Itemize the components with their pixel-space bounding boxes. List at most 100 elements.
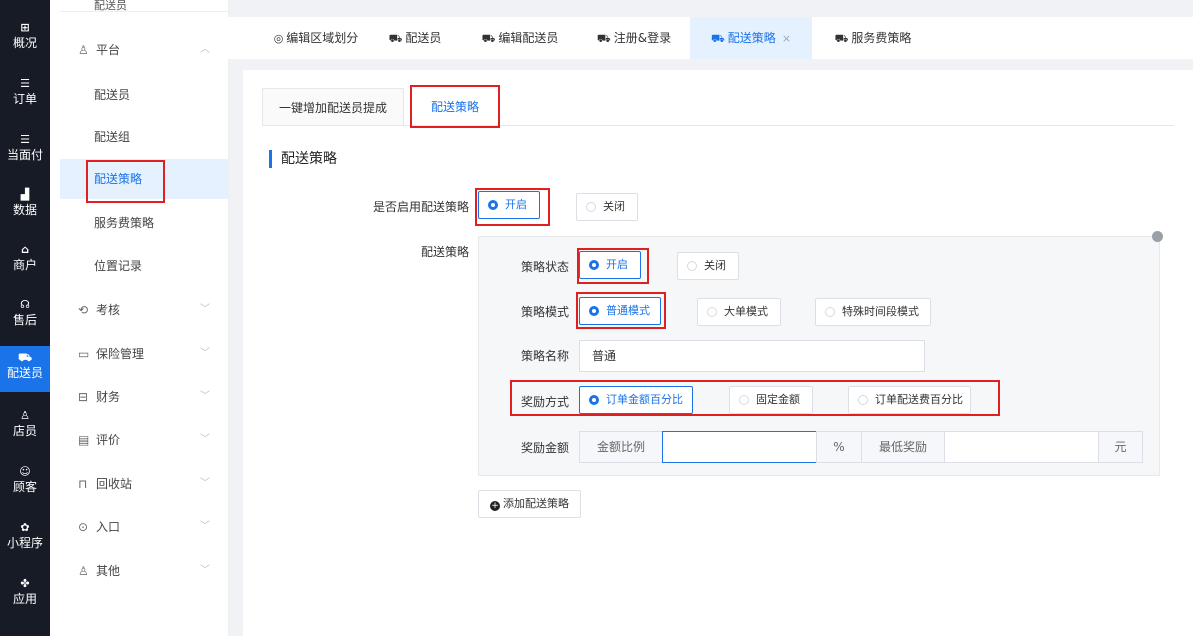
- inner-tab-add-commission[interactable]: 一键增加配送员提成: [262, 88, 404, 126]
- submenu-item-courier-group[interactable]: 配送组: [94, 130, 131, 144]
- submenu-group-platform[interactable]: ♙平台 ︿: [60, 30, 228, 70]
- submenu-group-label: 入口: [96, 520, 121, 534]
- submenu-group-label: 财务: [96, 390, 121, 404]
- strategy-label: 配送策略: [420, 245, 469, 259]
- mode-normal-radio[interactable]: 普通模式: [579, 297, 661, 325]
- rail-label: 商户: [12, 258, 37, 272]
- submenu-group-label: 评价: [96, 433, 121, 447]
- monitor-icon: ▭: [78, 347, 90, 361]
- tab-edit-region[interactable]: ◎编辑区域划分: [266, 17, 366, 59]
- add-strategy-button[interactable]: +添加配送策略: [478, 490, 581, 518]
- status-label: 策略状态: [520, 260, 569, 274]
- rail-label: 售后: [12, 313, 37, 327]
- mode-label: 策略模式: [520, 305, 569, 319]
- trash-icon: ⊓: [78, 477, 88, 491]
- inner-tab-delivery-strategy[interactable]: 配送策略: [412, 88, 498, 126]
- radio-dot-icon: [687, 261, 697, 271]
- chevron-up-icon: ︿: [200, 44, 210, 55]
- tab-delivery-strategy[interactable]: ⛟配送策略×: [690, 17, 812, 59]
- wechat-icon: ✿: [20, 521, 30, 534]
- submenu-courier-header[interactable]: 配送员: [60, 0, 228, 12]
- tab-courier[interactable]: ⛟配送员: [380, 17, 450, 59]
- reward-fixed-amount-radio[interactable]: 固定金额: [729, 386, 813, 414]
- radio-dot-icon: [589, 260, 599, 270]
- tab-register-login[interactable]: ⛟注册&登录: [592, 17, 676, 59]
- plus-circle-icon: +: [490, 501, 500, 511]
- rail-label: 顾客: [12, 480, 37, 494]
- submenu-group-reviews[interactable]: ▤评价 ﹀: [60, 420, 228, 460]
- ratio-addon: 金额比例: [579, 431, 663, 463]
- inner-tab-divider: [262, 125, 1174, 126]
- collapse-icon[interactable]: [1152, 231, 1163, 242]
- radio-label: 开启: [505, 198, 527, 211]
- submenu-group-label: 保险管理: [96, 347, 145, 361]
- reward-amount-label: 奖励金额: [520, 441, 569, 455]
- submenu-group-other[interactable]: ♙其他 ﹀: [60, 551, 228, 591]
- section-title: 配送策略: [269, 150, 337, 168]
- tab-edit-courier[interactable]: ⛟编辑配送员: [478, 17, 562, 59]
- chevron-down-icon: ﹀: [200, 434, 210, 445]
- radio-dot-icon: [589, 306, 599, 316]
- rail-item-face-pay[interactable]: ☰ 当面付: [0, 128, 50, 174]
- rail-item-staff[interactable]: ♙ 店员: [0, 404, 50, 450]
- rail-item-apps[interactable]: ✤ 应用: [0, 572, 50, 618]
- status-off-radio[interactable]: 关闭: [677, 252, 739, 280]
- rail-item-courier[interactable]: ⛟ 配送员: [0, 346, 50, 392]
- chevron-down-icon: ﹀: [200, 565, 210, 576]
- secondary-menu: 配送员 ♙平台 ︿ 配送员 配送组 配送策略 服务费策略 位置记录 ⟲考核 ﹀ …: [50, 0, 229, 636]
- rail-item-data[interactable]: ▟ 数据: [0, 183, 50, 229]
- rail-label: 数据: [12, 203, 37, 217]
- radio-label: 大单模式: [724, 305, 768, 318]
- rail-item-customers[interactable]: ☺ 顾客: [0, 460, 50, 506]
- rail-item-orders[interactable]: ☰ 订单: [0, 72, 50, 118]
- chevron-down-icon: ﹀: [200, 478, 210, 489]
- reward-order-percent-radio[interactable]: 订单金额百分比: [579, 386, 693, 414]
- radio-label: 开启: [606, 258, 628, 271]
- tab-label: 配送员: [405, 31, 442, 45]
- radio-label: 订单配送费百分比: [875, 393, 963, 406]
- radio-dot-icon: [858, 395, 868, 405]
- submenu-group-label: 回收站: [96, 477, 133, 491]
- rail-item-overview[interactable]: ⊞ 概况: [0, 16, 50, 62]
- radio-dot-icon: [488, 200, 498, 210]
- radio-dot-icon: [707, 307, 717, 317]
- tab-service-fee-strategy[interactable]: ⛟服务费策略: [826, 17, 920, 59]
- location-icon: ◎: [273, 32, 284, 45]
- rail-label: 概况: [12, 36, 37, 50]
- radio-label: 关闭: [603, 200, 625, 213]
- yuan-unit: 元: [1098, 431, 1143, 463]
- reward-fee-percent-radio[interactable]: 订单配送费百分比: [848, 386, 971, 414]
- enable-on-radio[interactable]: 开启: [478, 191, 540, 219]
- status-on-radio[interactable]: 开启: [579, 251, 641, 279]
- radio-label: 普通模式: [606, 304, 650, 317]
- submenu-group-insurance[interactable]: ▭保险管理 ﹀: [60, 334, 228, 374]
- main-nav-rail: ⊞ 概况 ☰ 订单 ☰ 当面付 ▟ 数据 ⌂ 商户 ☊ 售后 ⛟ 配送员 ♙ 店…: [0, 0, 50, 636]
- headset-icon: ☊: [20, 298, 30, 311]
- radio-dot-icon: [825, 307, 835, 317]
- submenu-item-location-log[interactable]: 位置记录: [94, 259, 143, 273]
- submenu-group-finance[interactable]: ⊟财务 ﹀: [60, 377, 228, 417]
- rail-item-mini-program[interactable]: ✿ 小程序: [0, 516, 50, 562]
- submenu-item-service-fee-strategy[interactable]: 服务费策略: [94, 216, 155, 230]
- submenu-group-entrance[interactable]: ⊙入口 ﹀: [60, 507, 228, 547]
- mode-big-order-radio[interactable]: 大单模式: [697, 298, 781, 326]
- submenu-group-assessment[interactable]: ⟲考核 ﹀: [60, 290, 228, 330]
- truck-icon: ⛟: [18, 351, 32, 364]
- min-reward-input[interactable]: [944, 431, 1099, 463]
- submenu-item-courier[interactable]: 配送员: [94, 88, 131, 102]
- strategy-name-input[interactable]: 普通: [579, 340, 925, 372]
- submenu-item-delivery-strategy[interactable]: 配送策略: [60, 159, 228, 199]
- mode-special-time-radio[interactable]: 特殊时间段模式: [815, 298, 931, 326]
- close-icon[interactable]: ×: [781, 32, 792, 45]
- submenu-group-recycle-bin[interactable]: ⊓ 回收站 ﹀: [60, 464, 228, 504]
- ratio-input[interactable]: [662, 431, 817, 463]
- assessment-icon: ⟲: [78, 303, 89, 317]
- min-reward-addon: 最低奖励: [861, 431, 945, 463]
- grid-icon: ⊞: [20, 21, 30, 34]
- enable-off-radio[interactable]: 关闭: [576, 193, 638, 221]
- truck-icon: ⛟: [710, 32, 725, 45]
- rail-item-after-sales[interactable]: ☊ 售后: [0, 293, 50, 339]
- truck-icon: ⛟: [481, 32, 496, 45]
- rail-item-merchant[interactable]: ⌂ 商户: [0, 238, 50, 284]
- rail-label: 订单: [12, 92, 37, 106]
